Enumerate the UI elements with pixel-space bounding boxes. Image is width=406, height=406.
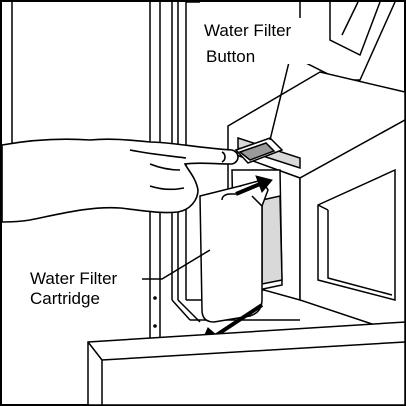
filter-button [234, 137, 284, 164]
push-arrow [235, 175, 273, 196]
label-button-line1: Water Filter [204, 21, 292, 40]
button-label-bg [198, 18, 316, 64]
label-button-line2: Button [206, 47, 255, 66]
filter-cartridge [199, 179, 269, 323]
bottom-drawer [87, 321, 406, 406]
label-cartridge-line2: Cartridge [30, 289, 100, 308]
label-cartridge-line1: Water Filter [30, 269, 118, 288]
cartridge-label-bg [26, 262, 142, 308]
hand [1, 138, 239, 223]
